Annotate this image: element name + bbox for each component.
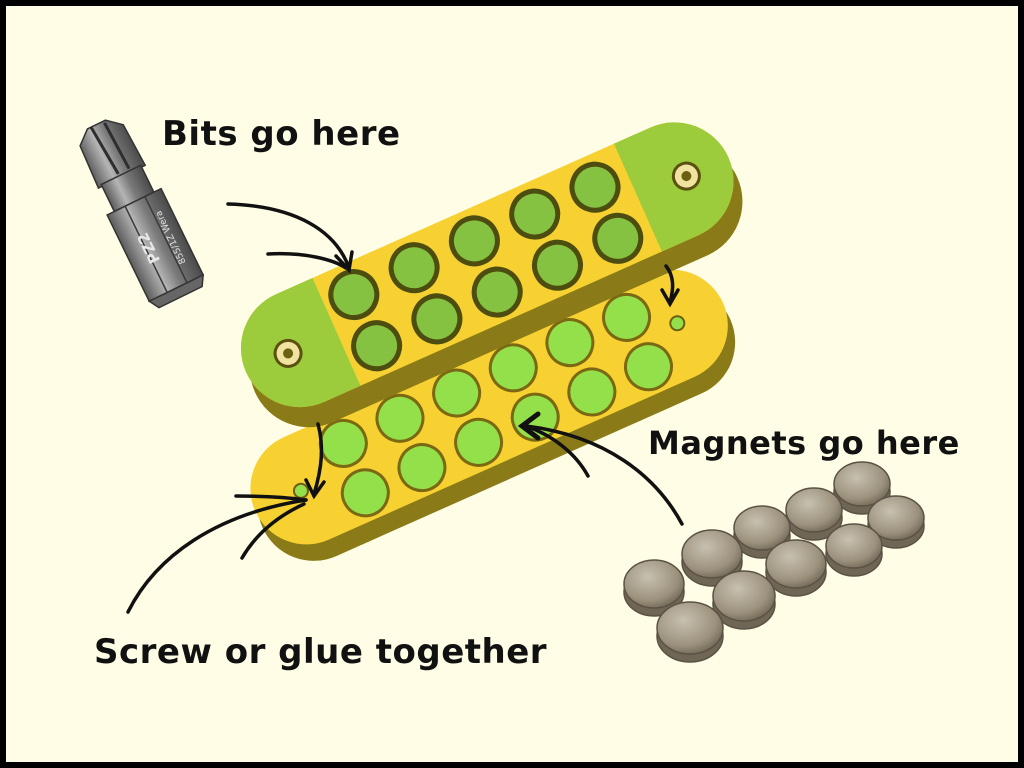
arrow-bits <box>226 202 351 270</box>
base-screw-hole-right <box>669 315 686 332</box>
arrow-magnets-head <box>517 411 541 441</box>
arrow-screw-left-head <box>304 478 326 500</box>
arrow-screw-right-head <box>660 288 680 308</box>
top-screw-holes <box>273 161 701 368</box>
assembly-illustration: PZ2 855/1Z Wera <box>79 119 925 663</box>
magnet-stack <box>623 461 925 663</box>
magnet-base-plate <box>250 269 736 561</box>
base-magnet-holes <box>318 292 674 518</box>
bits-label: Bits go here <box>162 114 401 154</box>
arrow-screw-right <box>664 264 675 304</box>
arrow-screw-label-3 <box>240 502 306 560</box>
arrow-bits-head <box>334 250 354 274</box>
magnets-label: Magnets go here <box>648 424 960 462</box>
arrow-screw-label-2 <box>234 494 308 502</box>
screw-label: Screw or glue together <box>94 632 548 672</box>
bit-holder-top-plate <box>240 122 743 428</box>
top-bit-holes <box>328 161 644 372</box>
arrow-screw-label <box>126 498 308 614</box>
arrow-bits-secondary <box>266 251 348 270</box>
arrow-magnets <box>524 424 684 526</box>
screwdriver-bit: PZ2 855/1Z Wera <box>79 119 205 309</box>
arrow-screw-left <box>312 422 324 496</box>
base-screw-hole-left <box>292 482 309 499</box>
arrow-magnets-2 <box>524 424 590 478</box>
